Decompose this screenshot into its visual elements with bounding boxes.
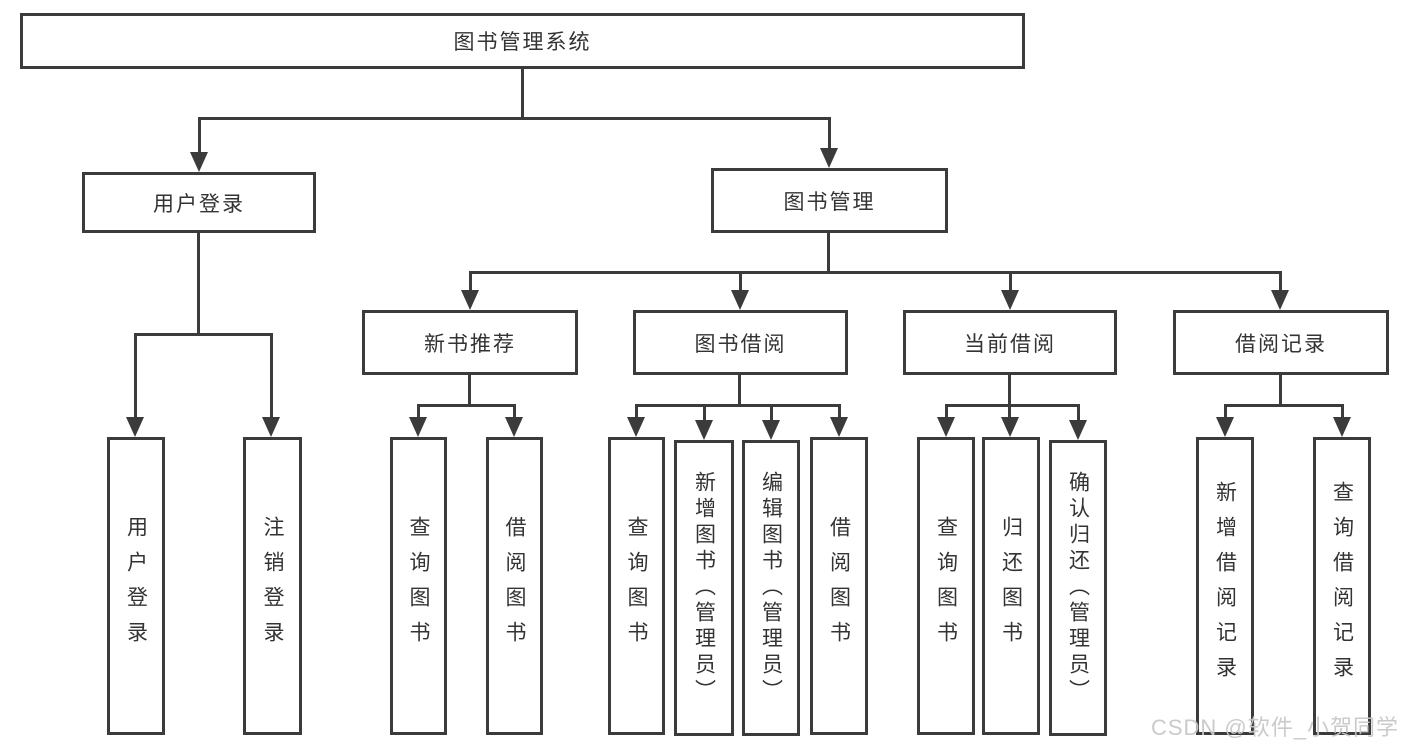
connector <box>739 271 742 295</box>
connector <box>1279 271 1282 295</box>
arrowhead-down <box>262 417 280 437</box>
leaf-logout-label: 注销登录 <box>261 516 284 656</box>
leaf-confirm-return: 确认归还（管理员） <box>1049 440 1107 736</box>
connector <box>469 271 472 295</box>
connector <box>1341 404 1344 422</box>
arrowhead-down <box>627 417 645 437</box>
leaf-borrow-book-a-label: 借阅图书 <box>503 516 526 656</box>
node-root: 图书管理系统 <box>20 13 1025 69</box>
arrowhead-down <box>695 420 713 440</box>
connector <box>1008 404 1011 422</box>
connector <box>134 333 137 421</box>
connector <box>469 271 1282 274</box>
leaf-query-book-b-label: 查询图书 <box>625 516 648 656</box>
leaf-return-book: 归还图书 <box>982 437 1040 735</box>
leaf-edit-book: 编辑图书（管理员） <box>742 440 800 736</box>
connector <box>1224 404 1227 422</box>
connector <box>827 233 830 274</box>
node-current-borrow: 当前借阅 <box>903 310 1117 375</box>
connector <box>417 404 516 407</box>
node-root-label: 图书管理系统 <box>453 31 592 54</box>
leaf-query-book-a: 查询图书 <box>390 437 447 735</box>
node-user-login-label: 用户登录 <box>153 192 245 216</box>
leaf-query-book-c-label: 查询图书 <box>934 516 958 656</box>
connector <box>1009 271 1012 295</box>
leaf-add-book-label: 新增图书（管理员） <box>692 471 716 705</box>
leaf-add-record-label: 新增借阅记录 <box>1213 481 1237 691</box>
connector <box>1224 404 1344 407</box>
arrowhead-down <box>505 417 523 437</box>
leaf-query-book-a-label: 查询图书 <box>407 516 430 656</box>
leaf-logout: 注销登录 <box>243 437 302 735</box>
leaf-query-record-label: 查询借阅记录 <box>1330 481 1354 691</box>
connector <box>703 404 706 425</box>
connector <box>134 333 273 336</box>
connector <box>1008 375 1011 407</box>
connector <box>770 404 773 425</box>
connector <box>197 233 200 336</box>
leaf-return-book-label: 归还图书 <box>999 516 1023 656</box>
leaf-edit-book-label: 编辑图书（管理员） <box>759 471 783 705</box>
arrowhead-down <box>126 417 144 437</box>
node-current-borrow-label: 当前借阅 <box>964 332 1056 356</box>
node-book-borrow-label: 图书借阅 <box>694 332 787 356</box>
connector <box>945 404 948 422</box>
csdn-watermark: CSDN @软件_小贺同学 <box>1150 715 1399 740</box>
connector <box>738 375 741 407</box>
leaf-query-record: 查询借阅记录 <box>1313 437 1371 735</box>
leaf-query-book-b: 查询图书 <box>608 437 665 735</box>
arrowhead-down <box>762 420 780 440</box>
node-new-book: 新书推荐 <box>362 310 578 375</box>
leaf-query-book-c: 查询图书 <box>917 437 975 735</box>
arrowhead-down <box>1216 417 1234 437</box>
node-book-mgmt: 图书管理 <box>711 168 948 233</box>
leaf-add-record: 新增借阅记录 <box>1196 437 1254 735</box>
arrowhead-down <box>820 148 838 168</box>
arrowhead-down <box>461 290 479 310</box>
node-user-login: 用户登录 <box>82 172 316 233</box>
leaf-borrow-book-b: 借阅图书 <box>810 437 868 735</box>
leaf-user-login: 用户登录 <box>107 437 165 735</box>
arrowhead-down <box>1001 417 1019 437</box>
connector <box>1279 375 1282 407</box>
node-book-borrow: 图书借阅 <box>633 310 848 375</box>
node-borrow-record-label: 借阅记录 <box>1235 332 1327 356</box>
arrowhead-down <box>409 417 427 437</box>
leaf-borrow-book-b-label: 借阅图书 <box>827 516 851 656</box>
connector <box>945 404 1080 407</box>
connector <box>198 117 831 120</box>
arrowhead-down <box>1069 420 1087 440</box>
connector <box>521 69 524 119</box>
connector <box>1077 404 1080 425</box>
leaf-add-book: 新增图书（管理员） <box>674 440 734 736</box>
arrowhead-down <box>731 290 749 310</box>
connector <box>198 117 201 157</box>
arrowhead-down <box>937 417 955 437</box>
leaf-confirm-return-label: 确认归还（管理员） <box>1066 471 1090 705</box>
leaf-borrow-book-a: 借阅图书 <box>486 437 543 735</box>
arrowhead-down <box>1271 290 1289 310</box>
connector <box>468 375 471 407</box>
arrowhead-down <box>1333 417 1351 437</box>
arrowhead-down <box>1001 290 1019 310</box>
arrowhead-down <box>190 152 208 172</box>
connector <box>270 333 273 421</box>
connector <box>828 117 831 153</box>
node-book-mgmt-label: 图书管理 <box>783 190 876 214</box>
leaf-user-login-label: 用户登录 <box>124 516 148 656</box>
connector <box>635 404 638 422</box>
arrowhead-down <box>830 417 848 437</box>
connector <box>635 404 841 407</box>
node-new-book-label: 新书推荐 <box>424 332 516 356</box>
connector <box>417 404 420 422</box>
node-borrow-record: 借阅记录 <box>1173 310 1389 375</box>
connector <box>838 404 841 422</box>
connector <box>513 404 516 422</box>
